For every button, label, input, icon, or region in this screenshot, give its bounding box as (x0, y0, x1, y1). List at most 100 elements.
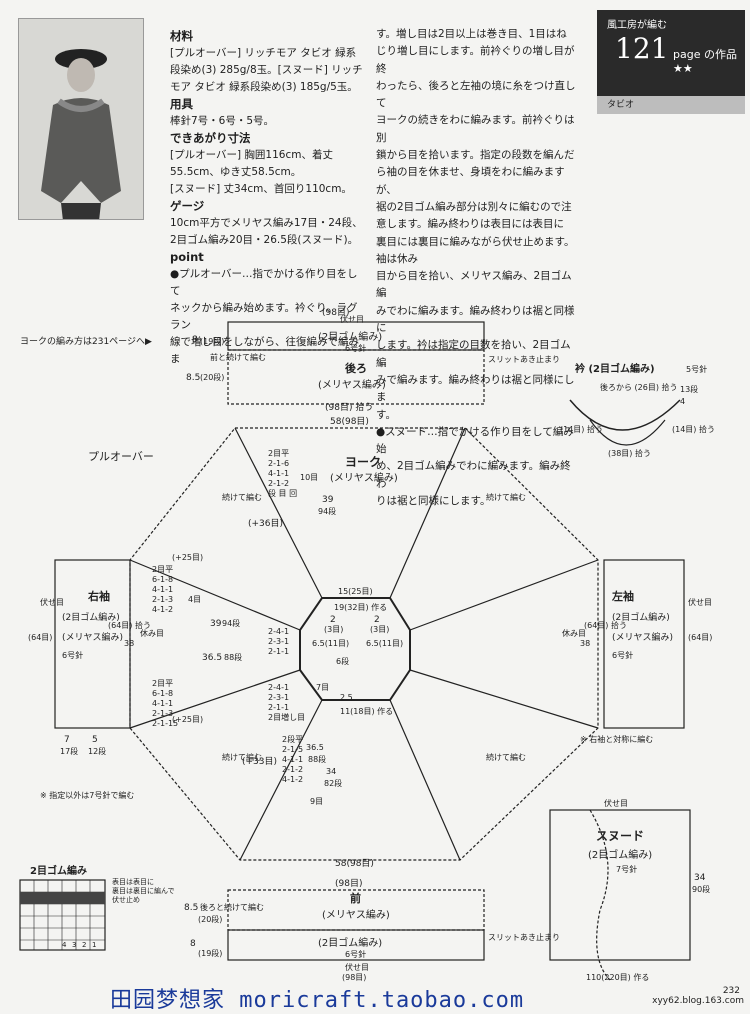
front-cont-back: 後ろと続けて編む (200, 902, 264, 912)
legend-num-2: 2 (82, 941, 86, 949)
collar-13: 13段 (680, 384, 698, 394)
blog-watermark: xyy62.blog.163.com (652, 996, 744, 1006)
front-cont: 続けて編む (222, 752, 262, 762)
model-figure-illustration (41, 49, 121, 219)
val-365: 36.5 (202, 653, 222, 663)
back-rib-h: 8 (192, 335, 198, 345)
tools-heading: 用具 (170, 97, 193, 111)
neck-3r: (3目) (370, 625, 389, 634)
front-width: 58(98目) (335, 858, 374, 869)
snood-rect (549, 809, 691, 961)
neck-65l: 6.5(11目) (312, 639, 349, 648)
left-sleeve-stitch: (メリヤス編み) (612, 631, 673, 643)
front-inc-2: 4-1-1 (282, 755, 303, 764)
legend-l1: 表目は表目に (112, 877, 154, 886)
sleeve-7: 7 (64, 735, 70, 745)
snood-needle: 7号針 (616, 864, 637, 874)
yoke-note: ヨークの編み方は231ページへ▶ (20, 335, 152, 347)
front-body-rect (227, 889, 485, 931)
front-cont-r: 続けて編む (486, 752, 526, 762)
point-heading: point (170, 250, 204, 264)
collar-14r: (14目) 拾う (672, 424, 715, 434)
instruction-line: ら袖の目を休ませ、身頃をわに編みますが、 (376, 166, 565, 196)
back-bind: 伏せ目 (340, 314, 364, 324)
instruction-line: す。 (376, 408, 396, 421)
legend-l3: 伏せ止め (112, 895, 140, 904)
right-sleeve-title: 右袖 (87, 589, 110, 603)
yoke-width: 58(98目) (330, 416, 369, 427)
neck-inc2-2: 2-1-1 (268, 703, 289, 712)
page-number: 232 (722, 986, 740, 996)
yoke-inc-3: 2-1-2 (268, 479, 289, 488)
yoke-inc-4: 段 目 回 (268, 488, 297, 498)
snood-fold-line (589, 809, 611, 981)
instruction-line: ヨークの続きをわに編みます。前衿ぐりは別 (376, 114, 575, 144)
back-body-h: 8.5 (186, 373, 200, 383)
instruction-line: じり増し目にします。前衿ぐりの増し目が終 (376, 45, 575, 75)
sleeve-inc2-2: 4-1-1 (152, 699, 173, 708)
front-inc-4: 4-1-2 (282, 775, 303, 784)
back-count: (98目) (322, 307, 349, 318)
left-sleeve-rib: (2目ゴム編み) (612, 611, 670, 623)
right-rest: 休み目 (140, 628, 164, 638)
neck-inc2-1: 2-3-1 (268, 693, 289, 702)
cont-label-r: 続けて編む (486, 492, 526, 502)
right-sleeve-pick: (64目) 拾う (108, 620, 151, 630)
right-sleeve-stitch: (メリヤス編み) (62, 631, 123, 643)
yoke-94: 94段 (318, 506, 336, 516)
back-cont: 前と続けて編む (210, 352, 266, 362)
instruction-line: わったら、後ろと左袖の境に糸をつけ直して (376, 79, 576, 110)
instruction-line: みで編みます。編み終わりは裾と同様にしま (376, 373, 575, 404)
badge-number: 121 (615, 32, 669, 65)
neck-inc-1: 2-3-1 (268, 637, 289, 646)
neck-19: 19(32目) 作る (334, 602, 387, 612)
front-rows20: (20段) (198, 914, 222, 924)
val-39: 39 (210, 619, 222, 629)
instruction-line: 裏目には裏目に編みながら伏せ止めます。袖は休み (376, 235, 575, 265)
yoke-title: ヨーク (345, 455, 381, 469)
yoke-inc-1: 2-1-6 (268, 459, 289, 468)
neck-inc-2: 2-1-1 (268, 647, 289, 656)
neck-25: 2.5 (340, 693, 353, 702)
back-pick: (98目) 拾う (325, 401, 373, 413)
snood-34: 34 (694, 873, 706, 883)
instruction-line: 裾の2目ゴム編み部分は別々に編むので注 (376, 200, 572, 213)
raglan-lines (129, 427, 599, 861)
neck-7: 7目 (316, 683, 329, 692)
sleeve-inc-1: 6-1-8 (152, 575, 173, 584)
instruction-line: す。増し目は2目以上は巻き目、1目はね (376, 28, 567, 40)
sleeve-inc2-3: 2-1-3 (152, 709, 173, 718)
back-rib: (2目ゴム編み) (318, 330, 382, 343)
sleeve-inc2-1: 6-1-8 (152, 689, 173, 698)
sleeve-5: 5 (92, 735, 98, 745)
left-rest: 休み目 (562, 628, 586, 638)
collar-needle: 5号針 (686, 364, 707, 374)
front-inc-1: 2-1-5 (282, 745, 303, 754)
left-sleeve-needle: 6号針 (612, 650, 633, 660)
back-title: 後ろ (345, 361, 367, 375)
collar-14l: (14目) 拾う (560, 424, 603, 434)
left-sleeve-title: 左袖 (611, 589, 634, 603)
back-stitch: (メリヤス編み) (318, 378, 386, 391)
collar-4: 4 (680, 397, 685, 406)
right-sleeve-needle: 6号針 (62, 650, 83, 660)
slit-note: スリットあき止まり (488, 354, 560, 364)
front-count: (98目) (335, 878, 362, 889)
front-title: 前 (350, 891, 361, 905)
materials-heading: 材料 (170, 29, 193, 43)
size-line: [スヌード] 丈34cm、首回り110cm。 (170, 183, 352, 195)
legend-title: 2目ゴム編み (30, 864, 87, 877)
neck-inc2-0: 2-4-1 (268, 683, 289, 692)
legend-bindoff-row (20, 892, 105, 904)
instruction-line: 意します。編み終わりは表目には表目に (376, 218, 564, 231)
sleeve-inc2-4: 2-1-15 (152, 719, 178, 728)
neck-inc-0: 2-4-1 (268, 627, 289, 636)
legend-grid-lines (20, 880, 105, 950)
front-34: 34 (326, 767, 336, 776)
front-inc-0: 2段平 (282, 734, 303, 744)
size-heading: できあがり寸法 (170, 131, 251, 145)
left-sleeve-rect (603, 559, 685, 729)
left-sleeve-64: (64目) (688, 633, 712, 642)
legend-l2: 裏目は裏目に編んで (112, 886, 175, 895)
materials-block: 材料 [プルオーバー] リッチモア タビオ 緑系 段染め(3) 285g/8玉。… (170, 28, 365, 368)
